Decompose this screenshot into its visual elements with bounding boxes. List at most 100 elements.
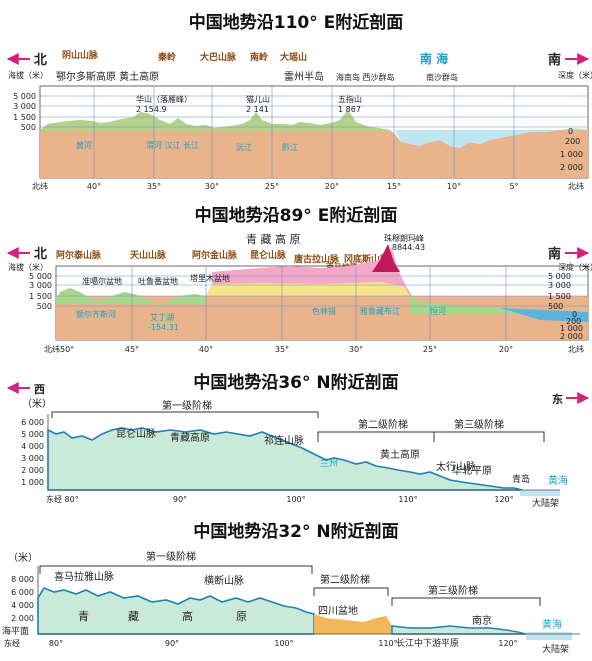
panel1-title: 中国地势沿110° E附近剖面 [189, 12, 404, 33]
p1-lat-5: 5° [509, 182, 518, 191]
p1-mountain-nanling: 南岭 [250, 51, 268, 63]
p2-basin-turpan: 吐鲁番盆地 [138, 276, 178, 286]
p4-tick-6000: 6 000 [11, 588, 34, 597]
p1-peak-maoer-h: 2 141 [246, 105, 269, 114]
p4-label-hengduan: 横断山脉 [204, 574, 244, 587]
p2-plateau-label: 青 藏 高 原 [246, 232, 301, 246]
p3-lon-100: 100° [286, 495, 305, 504]
p2-peak-name: 珠穆朗玛峰 [384, 233, 424, 243]
p3-unit: （米） [22, 397, 52, 410]
p1-tick-5000: 5 000 [13, 92, 36, 101]
p4-step1: 第一级阶梯 [146, 550, 196, 563]
p3-label-lanzhou: 兰州 [320, 457, 338, 469]
p2-peak-red [372, 244, 400, 272]
p4-step2-bracket [313, 587, 389, 596]
p4-label-sichuan: 四川盆地 [318, 604, 358, 617]
p1-lowland [40, 110, 390, 131]
p1-lat-15: 15° [387, 182, 401, 191]
p4-label-shelf: 大陆架 [542, 643, 569, 655]
p4-tick-4000: 4 000 [11, 601, 34, 610]
p1-lat-20: 20° [325, 182, 339, 191]
p2-right-axis: 深度（米） [558, 262, 592, 272]
p4-tick-2000: 2 000 [11, 614, 34, 623]
p3-tick-3000: 3 000 [21, 454, 44, 463]
panel2-title: 中国地势沿89° E附近剖面 [195, 205, 398, 226]
p1-mountain-yinshan: 阴山山脉 [62, 49, 99, 61]
p2-gridlines [56, 275, 588, 307]
p2-lat-north-right: 北纬 [568, 344, 584, 354]
p1-peak-wuzhi: 五指山 [338, 94, 362, 104]
p2-yellow-band [206, 282, 410, 296]
p1-mountain-dabashan: 大巴山脉 [200, 51, 237, 63]
p3-lon-80: 东经 80° [46, 494, 79, 504]
p2-mtn-tanggula: 唐古拉山脉 [294, 253, 340, 265]
p4-label-nanjing: 南京 [472, 614, 492, 627]
p2-mtn-kunlun: 昆仑山脉 [250, 249, 287, 261]
p1-peak-maoer: 猫儿山 [246, 94, 270, 104]
p2-rtick-5000: 5 000 [548, 272, 571, 281]
p2-rtick-500: 500 [548, 302, 563, 311]
p1-lat-north-left: 北纬 [32, 181, 48, 191]
p3-tick-1000: 1 000 [21, 478, 44, 487]
p2-rtick-1000: 1 000 [560, 324, 583, 333]
p3-label-shelf: 大陆架 [532, 497, 559, 509]
p4-lowland [391, 625, 527, 635]
p2-river-ganga: 恒河 [430, 306, 446, 316]
p3-lon-110: 110° [398, 495, 417, 504]
p3-label-qingdao: 青岛 [512, 473, 530, 485]
p1-river-huanghe: 黄河 [76, 140, 92, 150]
p2-tick-500: 500 [37, 302, 52, 311]
p1-rtick-2000: 2 000 [560, 163, 583, 172]
p2-lat-40: 40° [199, 345, 213, 354]
p1-sea [395, 128, 588, 148]
p1-tick-3000: 3 000 [13, 102, 36, 111]
p2-tick-1500: 1 500 [29, 292, 52, 301]
p1-lat-10: 10° [447, 182, 461, 191]
p3-label-qtp: 青藏高原 [170, 431, 210, 444]
p2-peak-height: 8844.43 [392, 243, 425, 252]
p1-lat-40: 40° [87, 182, 101, 191]
p1-nansha: 南沙群岛 [426, 72, 458, 82]
p2-mtn-altai: 阿尔泰山脉 [56, 249, 102, 261]
p1-tick-1500: 1 500 [13, 113, 36, 122]
p2-lat-50: 北纬50° [44, 344, 74, 354]
p4-step3: 第三级阶梯 [428, 584, 478, 597]
p4-sea-level: 海平面 [2, 625, 29, 637]
p2-rtick-200: 200 [566, 317, 581, 326]
p1-lat-30: 30° [205, 182, 219, 191]
p2-mtn-altun: 阿尔金山脉 [192, 249, 238, 261]
p4-tick-8000: 8 000 [11, 575, 34, 584]
p1-rtick-200: 200 [565, 137, 580, 146]
north-label: 北 [34, 53, 47, 68]
p4-lon-110: 110° [378, 639, 397, 648]
panel-36n: 中国地势沿36° N附近剖面 西 东 （米） 6 000 5 000 4 000… [6, 372, 590, 509]
p2-sea [500, 308, 588, 322]
p4-lon-label: 东经 [4, 638, 20, 648]
p4-label-yellowsea: 黄海 [542, 618, 562, 631]
p3-lon-120: 120° [494, 495, 513, 504]
p2-tick-3000: 3 000 [29, 281, 52, 290]
p2-rtick-2000: 2 000 [560, 332, 583, 341]
p1-sea-label: 南 海 [420, 51, 448, 66]
p1-gridlines [40, 95, 588, 128]
p2-ganga-low [410, 296, 520, 314]
p4-lon-90: 90° [165, 639, 179, 648]
p3-step2: 第二级阶梯 [358, 418, 408, 431]
p3-east-label: 东 [552, 392, 563, 406]
p4-sichuan [314, 614, 392, 634]
p2-lake-aiding: 艾丁湖 [150, 313, 174, 322]
panel-32n: 中国地势沿32° N附近剖面 （米） 8 000 6 000 4 000 2 0… [2, 521, 580, 655]
p3-label-qilian: 祁连山脉 [264, 434, 304, 447]
p1-vgrid [93, 86, 515, 178]
p4-unit: （米） [8, 551, 38, 564]
p4-lon-100: 100° [274, 639, 293, 648]
p1-peak-huashan-h: 2 154.9 [136, 105, 167, 114]
p1-mountain-qinling: 秦岭 [157, 51, 176, 63]
p1-river-yuanjiang: 沅江 [236, 142, 252, 152]
p4-sea [526, 632, 572, 640]
p1-islands: 海南岛 西沙群岛 [336, 72, 395, 82]
p4-label-changjiang: 长江中下游平原 [396, 637, 459, 649]
panel3-title: 中国地势沿36° N附近剖面 [193, 372, 398, 393]
p2-lat-35: 35° [275, 345, 289, 354]
